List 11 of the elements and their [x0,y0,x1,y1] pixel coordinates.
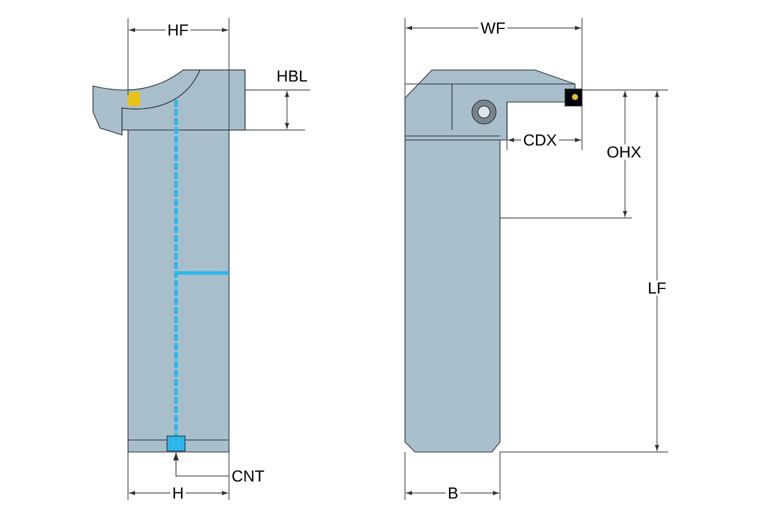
callout-label: CNT [232,470,264,482]
dimension-label: WF [478,20,508,36]
coolant-outlet [166,436,186,452]
dimension-label: HF [165,22,191,38]
dimension-label: H [170,486,186,500]
dimension-label: OHX [604,144,644,160]
leader-line [173,452,230,476]
dimension-label: HBL [278,70,308,82]
dimension-label: LF [646,280,668,296]
dimension-label: CDX [521,132,559,148]
dimension-label: B [446,486,460,500]
